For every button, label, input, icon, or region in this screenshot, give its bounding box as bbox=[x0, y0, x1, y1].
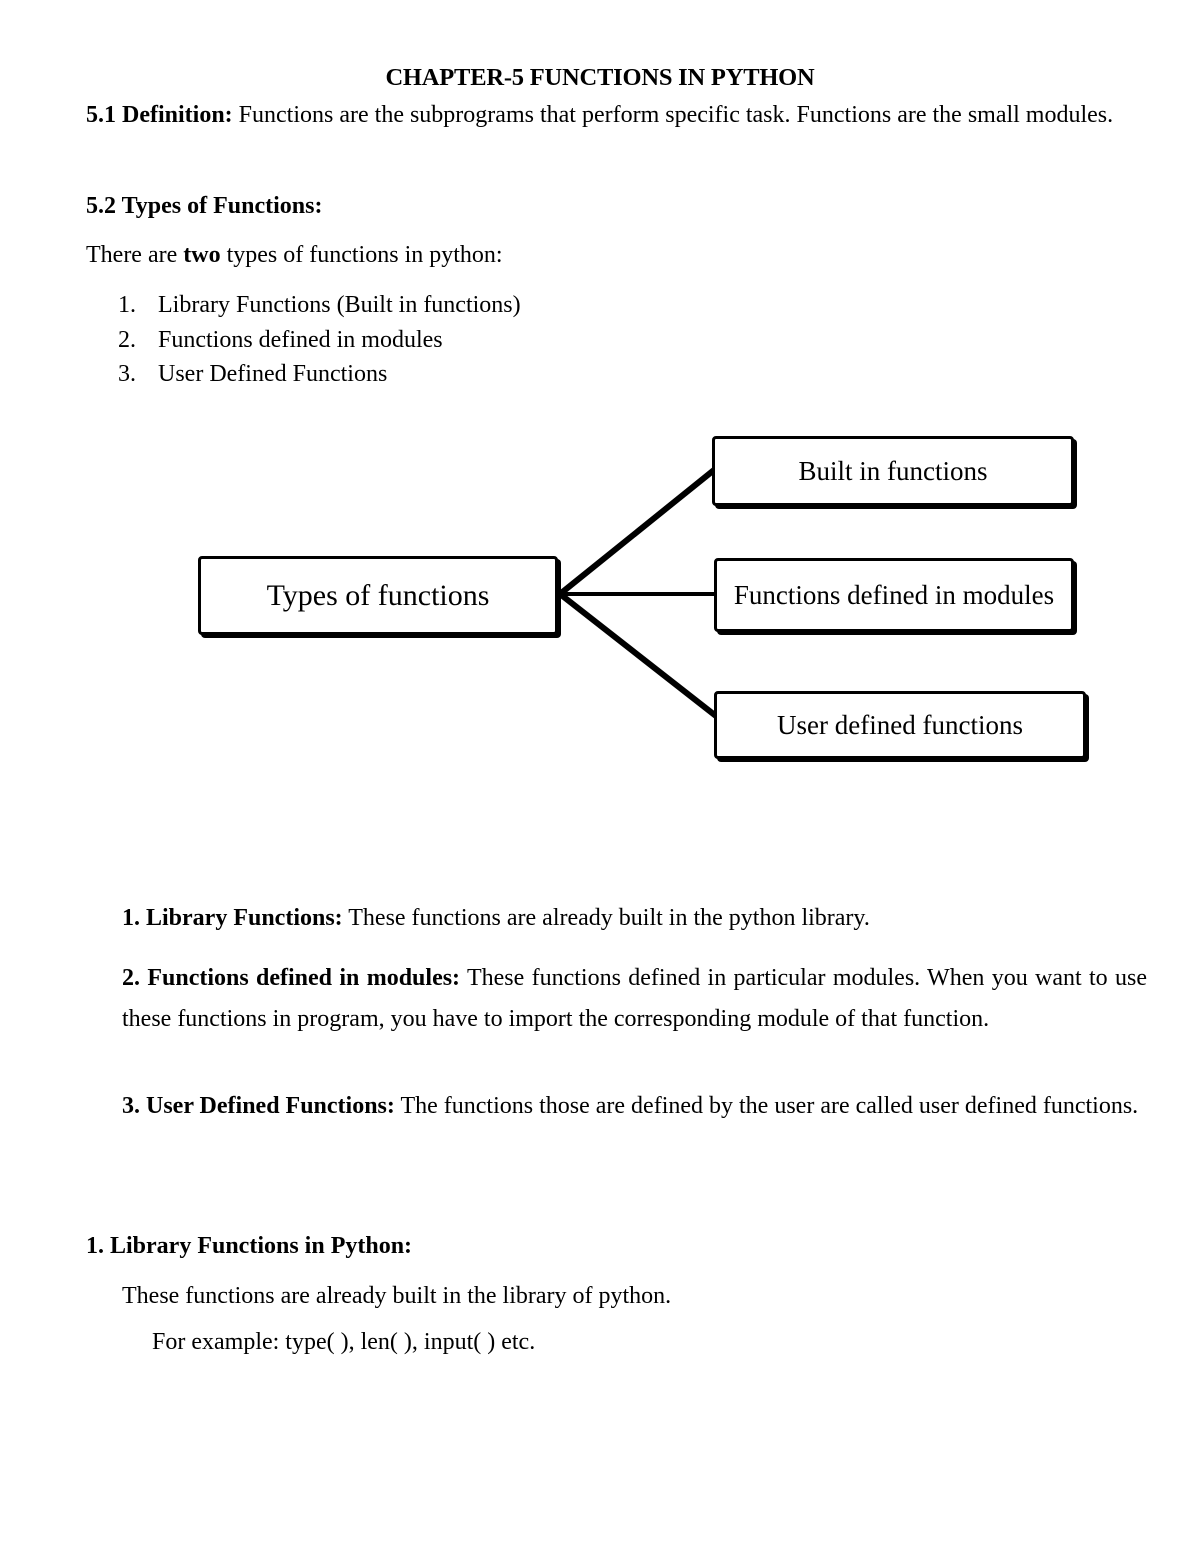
diagram-box-user-defined-functions: User defined functions bbox=[714, 691, 1086, 759]
list-item-number: 1. bbox=[118, 292, 136, 318]
library-section-line-2: For example: type( ), len( ), input( ) e… bbox=[152, 1329, 536, 1355]
explanation-paragraph-user-defined-functions: 3. User Defined Functions: The functions… bbox=[122, 1086, 1147, 1127]
connector-line-builtin bbox=[555, 465, 719, 599]
definition-lead: 5.1 Definition: bbox=[86, 102, 233, 128]
explanation-paragraph-library-functions: 1. Library Functions: These functions ar… bbox=[122, 898, 1147, 939]
section-heading-library-functions-in-python: 1. Library Functions in Python: bbox=[86, 1233, 413, 1259]
connector-line-userdefined bbox=[555, 589, 721, 721]
explanation-body: These functions defined in particular mo… bbox=[122, 965, 1148, 1032]
diagram-box-built-in-functions: Built in functions bbox=[712, 436, 1074, 506]
types-intro-bold: two bbox=[183, 242, 221, 268]
types-intro-after: types of functions in python: bbox=[220, 242, 503, 268]
diagram-box-functions-defined-in-modules: Functions defined in modules bbox=[714, 558, 1074, 632]
explanation-lead: 1. Library Functions: bbox=[122, 905, 343, 931]
types-numbered-list: 1. Library Functions (Built in functions… bbox=[118, 288, 818, 392]
list-item-label: User Defined Functions bbox=[158, 361, 388, 387]
definition-paragraph: 5.1 Definition: Functions are the subpro… bbox=[86, 99, 1134, 132]
list-item: 2. Functions defined in modules bbox=[118, 323, 818, 358]
page-title: CHAPTER-5 FUNCTIONS IN PYTHON bbox=[385, 64, 815, 91]
list-item: 3. User Defined Functions bbox=[118, 357, 818, 392]
list-item: 1. Library Functions (Built in functions… bbox=[118, 288, 818, 323]
list-item-number: 3. bbox=[118, 361, 136, 387]
library-section-line-1: These functions are already built in the… bbox=[122, 1283, 672, 1309]
explanation-body: The functions those are defined by the u… bbox=[394, 1093, 1139, 1119]
explanation-body: These functions are already built in the… bbox=[342, 905, 870, 931]
types-intro-line: There are two types of functions in pyth… bbox=[86, 240, 503, 270]
diagram-box-types-of-functions: Types of functions bbox=[198, 556, 558, 635]
types-intro-before: There are bbox=[86, 242, 184, 268]
explanation-lead: 3. User Defined Functions: bbox=[122, 1093, 395, 1119]
explanation-paragraph-functions-in-modules: 2. Functions defined in modules: These f… bbox=[122, 958, 1147, 1040]
definition-body: Functions are the subprograms that perfo… bbox=[232, 102, 1114, 128]
section-heading-types-of-functions: 5.2 Types of Functions: bbox=[86, 193, 323, 219]
explanation-lead: 2. Functions defined in modules: bbox=[122, 965, 461, 991]
list-item-label: Functions defined in modules bbox=[158, 326, 443, 353]
list-item-number: 2. bbox=[118, 326, 136, 353]
list-item-label: Library Functions (Built in functions) bbox=[158, 292, 521, 318]
